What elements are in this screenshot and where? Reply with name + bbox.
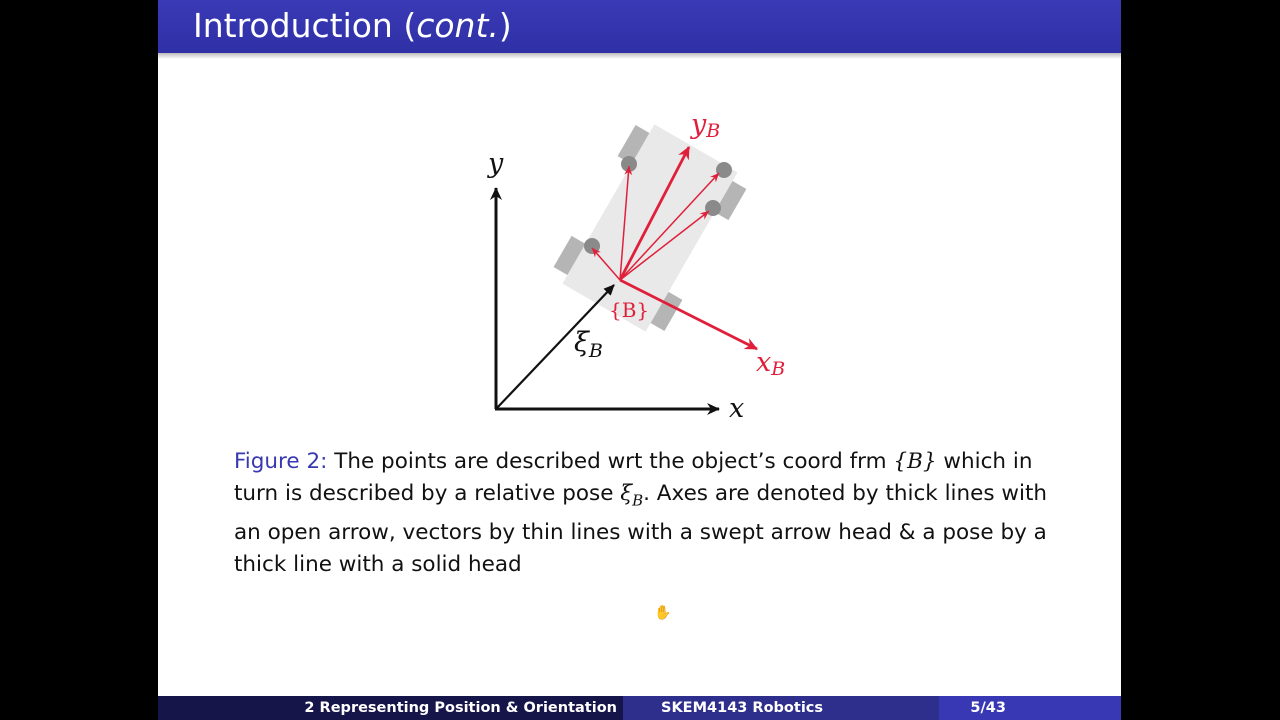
figure-diagram: y x ξB {B} yB xB [487, 109, 785, 424]
pose-xi-b [495, 284, 615, 410]
vector-line [619, 172, 720, 281]
figure-caption: Figure 2: The points are described wrt t… [234, 449, 1048, 577]
slide: Introduction (cont.) [158, 0, 1121, 720]
title-shadow [158, 53, 1121, 59]
vector-line [619, 210, 710, 281]
vector-line [619, 165, 633, 281]
title-bar: Introduction (cont.) [158, 0, 1121, 53]
body-x-label: xB [756, 347, 785, 380]
hand-cursor-icon: ✋ [654, 605, 672, 621]
frame-b-label: {B} [609, 298, 649, 322]
footer-section: 2 Representing Position & Orientation [158, 696, 623, 720]
footer-bar: 2 Representing Position & Orientation SK… [158, 696, 1121, 720]
point-marker [716, 162, 732, 178]
footer-course: SKEM4143 Robotics [623, 696, 939, 720]
body-y-axis [618, 146, 691, 281]
pose-label: ξB [574, 327, 603, 362]
body-y-label: yB [690, 109, 720, 142]
vector-line [591, 247, 621, 281]
robot-body [553, 124, 747, 332]
caption-label: Figure 2: [234, 449, 328, 474]
body-x-axis [619, 278, 758, 351]
world-x-label: x [729, 393, 744, 424]
world-y-label: y [487, 148, 504, 179]
point-marker [584, 238, 600, 254]
footer-page-number: 5/43 [939, 696, 1121, 720]
point-marker [705, 200, 721, 216]
slide-title: Introduction (cont.) [193, 6, 512, 45]
